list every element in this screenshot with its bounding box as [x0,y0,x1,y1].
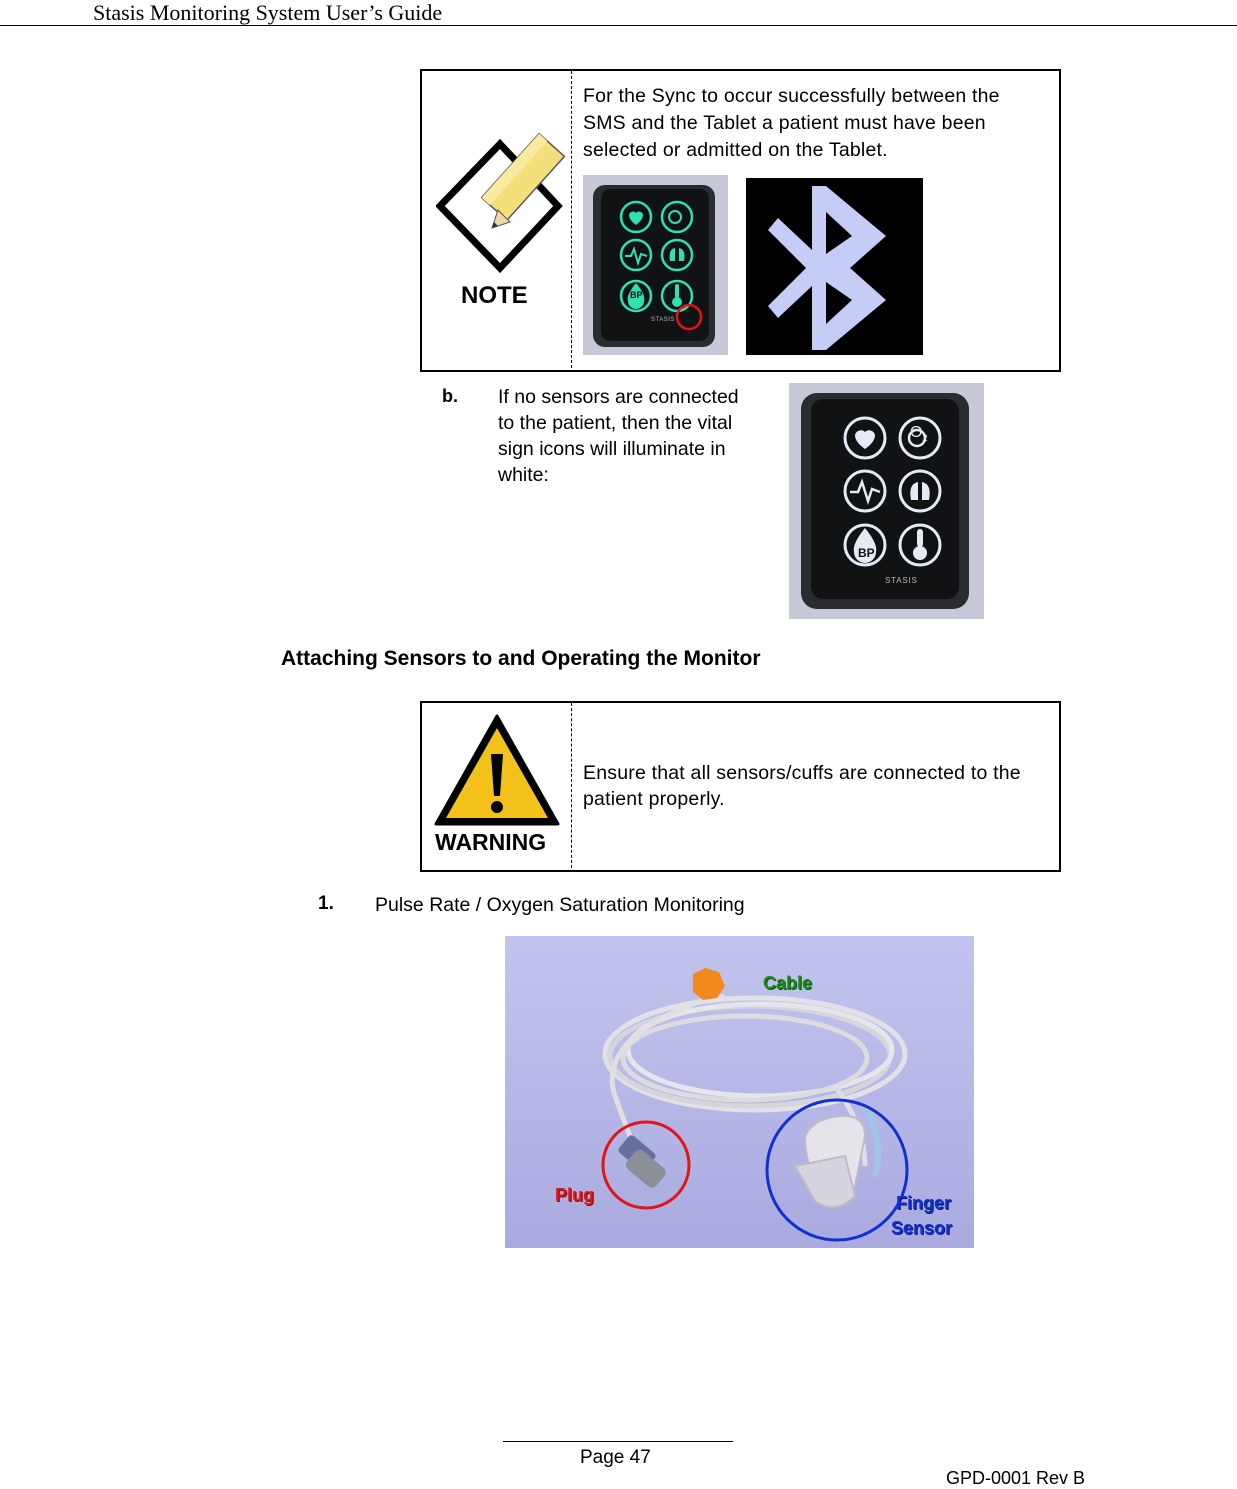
note-text: For the Sync to occur successfully betwe… [583,85,1000,161]
section-heading: Attaching Sensors to and Operating the M… [281,647,761,670]
step-b-text: If no sensors are connected to the patie… [498,386,739,486]
step-b-letter: b. [442,386,458,406]
step-1-number: 1. [318,893,334,914]
stasis-device-white-image [789,383,984,619]
finger-sensor-label-line1: Finger [896,1193,952,1213]
bp-badge-large: BP [858,546,875,560]
note-divider [571,71,572,368]
warning-label: WARNING [435,829,547,855]
footer-rule [503,1441,733,1442]
warning-triangle-icon [434,714,560,826]
spo2-sensor-photo: Cable Plug Finger Sensor [505,936,974,1248]
document-id: GPD-0001 Rev B [946,1468,1086,1488]
warning-divider [571,703,572,868]
plug-label: Plug [555,1185,594,1205]
step-1-text: Pulse Rate / Oxygen Saturation Monitorin… [375,894,745,916]
note-label: NOTE [461,282,528,309]
bp-badge: BP [630,290,643,300]
device-brand-large: STASIS [885,576,918,585]
page-number: Page 47 [580,1447,651,1468]
stasis-device-teal-image [583,175,728,355]
bluetooth-icon [768,186,886,350]
document-header-title: Stasis Monitoring System User’s Guide [93,0,443,25]
bluetooth-image [746,178,923,355]
note-pencil-icon [436,132,566,274]
o2-letter: O [910,424,923,441]
header-rule [0,25,1237,26]
o2-subscript: 2 [922,433,928,444]
o2-badge-large: O2 [910,424,927,443]
finger-sensor-label-line2: Sensor [891,1218,953,1238]
device-brand: STASIS [651,317,675,323]
cable-label: Cable [763,973,813,993]
warning-text: Ensure that all sensors/cuffs are connec… [583,762,1021,810]
